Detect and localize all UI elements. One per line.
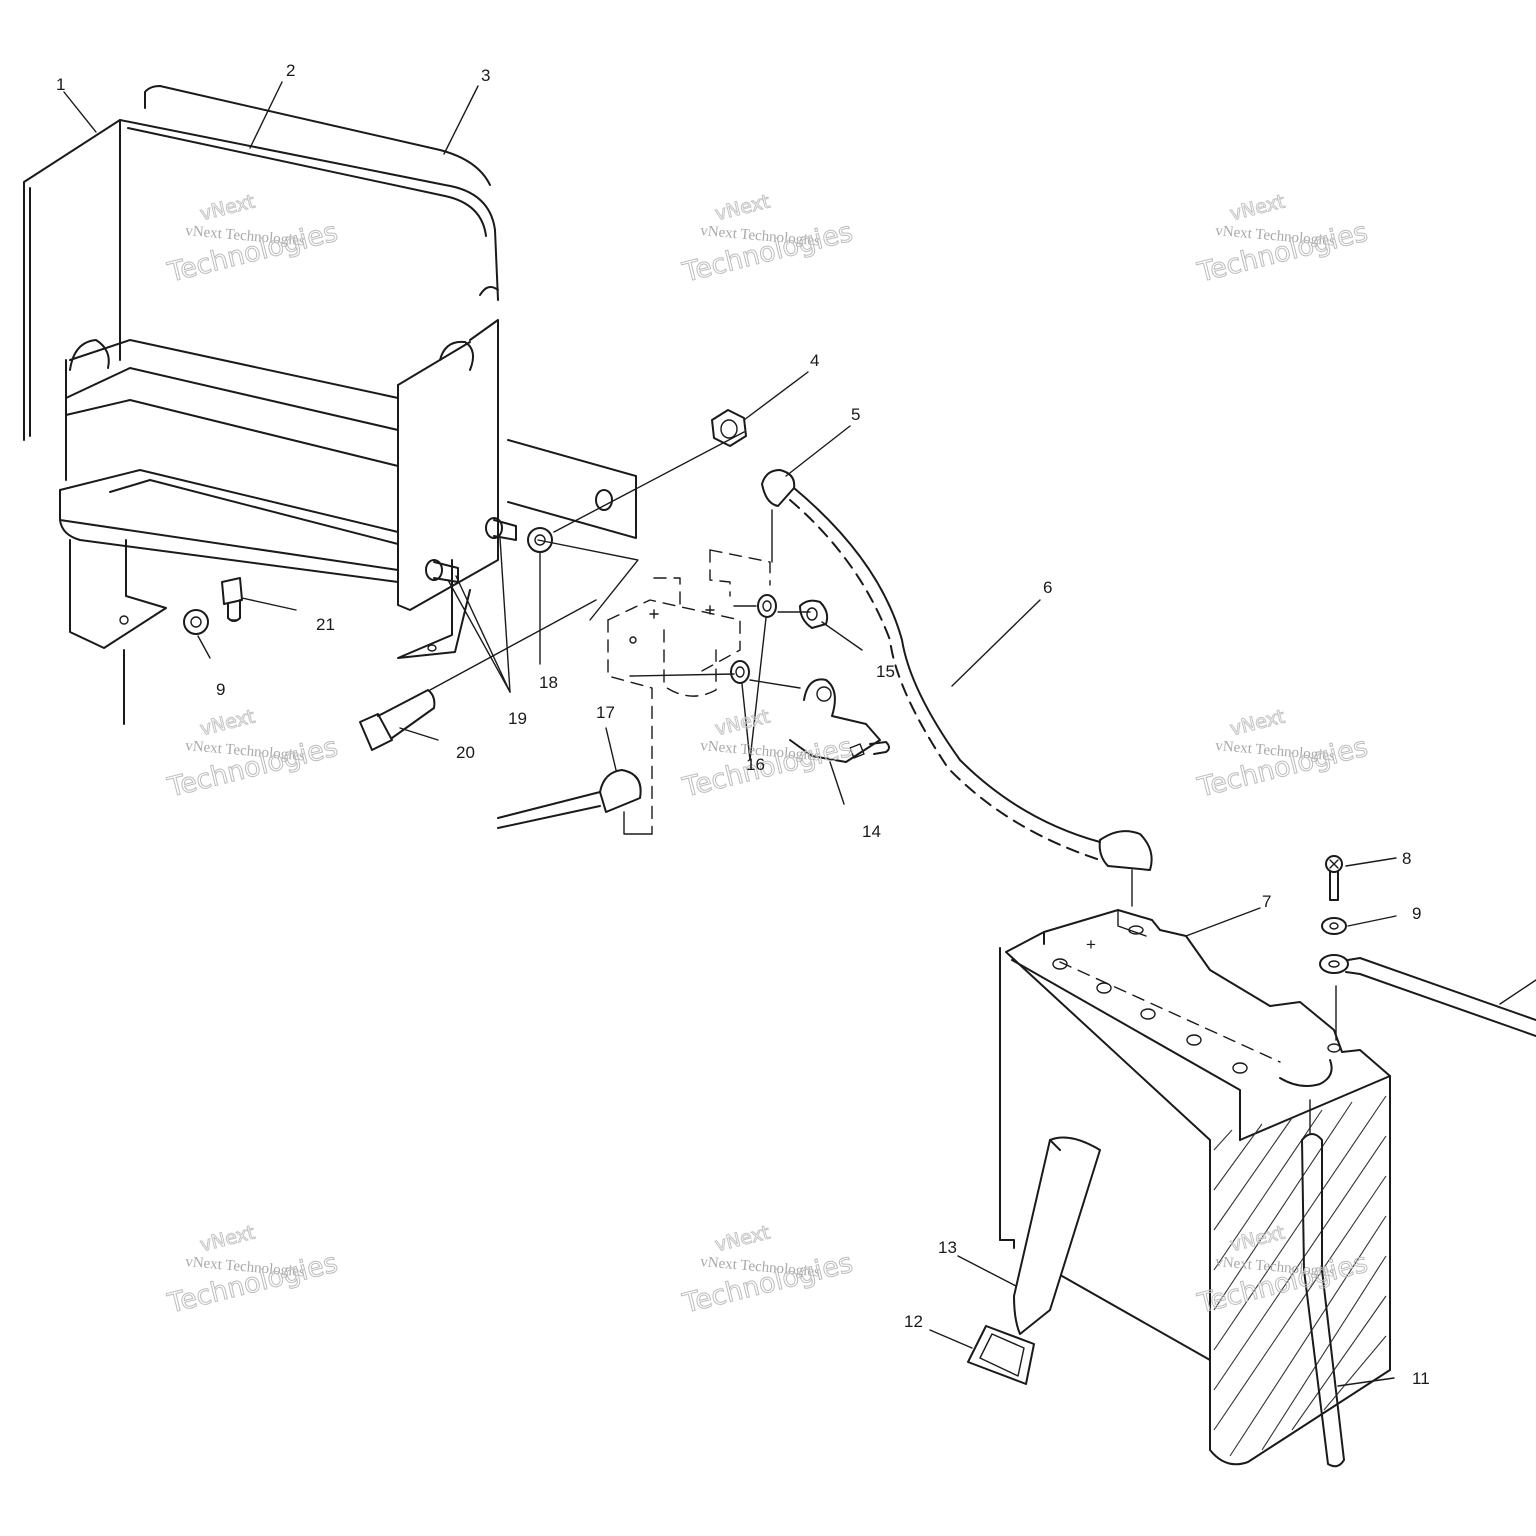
- watermark-top-center: vNext Technologies Technologies vNext: [679, 190, 857, 289]
- washer-16-top: [757, 594, 777, 618]
- callout-19: 19: [508, 709, 527, 728]
- callout-7: 7: [1262, 892, 1271, 911]
- watermark-text: vNext: [713, 706, 772, 741]
- watermark-bottom-right: vNext Technologies Technologies vNext: [1194, 1221, 1372, 1320]
- watermark-bottom-center: vNext Technologies Technologies vNext: [679, 1221, 857, 1320]
- ground-cable: [1319, 954, 1536, 1041]
- callout-labels: 1 2 3 4 5 6 7 8 9 9 11 12 13 14 15 16 17…: [56, 61, 1430, 1388]
- solenoid-dashed-outline: [607, 549, 771, 835]
- callout-8: 8: [1402, 849, 1411, 868]
- terminal-lead-14: [789, 678, 890, 763]
- vent-tube-11: [1301, 1099, 1345, 1468]
- callout-15: 15: [876, 662, 895, 681]
- lock-washer-9-left: [183, 609, 209, 635]
- battery-7: [999, 909, 1391, 1466]
- watermark-mid-right: vNext Technologies Technologies vNext: [1194, 705, 1372, 804]
- stud-bolts-19: [425, 517, 517, 583]
- strap-buckle-12: [967, 1325, 1035, 1385]
- callout-1: 1: [56, 75, 65, 94]
- watermark-top-left: vNext Technologies Technologies vNext: [164, 190, 342, 289]
- callout-20: 20: [456, 743, 475, 762]
- leader-lines: [63, 81, 1397, 1387]
- lock-washer-9-right: [1321, 917, 1347, 935]
- callout-17: 17: [596, 703, 615, 722]
- watermark-text: vNext: [1228, 191, 1287, 226]
- callout-9-left: 9: [216, 680, 225, 699]
- watermark-text: vNext: [713, 1222, 772, 1257]
- callout-2: 2: [286, 61, 295, 80]
- callout-6: 6: [1043, 578, 1052, 597]
- nut-15: [799, 599, 829, 629]
- hold-down-strap-13: [1013, 1136, 1101, 1335]
- callout-16: 16: [746, 755, 765, 774]
- watermark-text: vNext: [1228, 1222, 1287, 1257]
- battery-side-hatching: [1213, 1095, 1387, 1457]
- callout-5: 5: [851, 405, 860, 424]
- bolt-21: [221, 577, 243, 622]
- watermark-top-right: vNext Technologies Technologies vNext: [1194, 190, 1372, 289]
- watermark-mid-left: vNext Technologies Technologies vNext: [164, 705, 342, 804]
- positive-cable-6: [761, 469, 1153, 907]
- callout-12: 12: [904, 1312, 923, 1331]
- watermark-text: vNext: [198, 191, 257, 226]
- battery-positive-label: +: [1086, 935, 1096, 954]
- watermark-text: vNext: [1228, 706, 1287, 741]
- washer-16-bottom: [730, 660, 750, 684]
- callout-9-right: 9: [1412, 904, 1421, 923]
- callout-3: 3: [481, 66, 490, 85]
- callout-14: 14: [862, 822, 881, 841]
- bolt-20: [359, 689, 436, 751]
- watermark-text: vNext: [198, 706, 257, 741]
- battery-box-assembly: [23, 85, 639, 725]
- callout-18: 18: [539, 673, 558, 692]
- watermark-text: vNext: [713, 191, 772, 226]
- watermark-text: vNext: [198, 1222, 257, 1257]
- watermark-bottom-left: vNext Technologies Technologies vNext: [164, 1221, 342, 1320]
- callout-13: 13: [938, 1238, 957, 1257]
- watermark-mid-center: vNext Technologies Technologies vNext: [679, 705, 857, 804]
- hex-nut-4: [711, 409, 747, 447]
- cable-17: [497, 769, 653, 835]
- callout-11: 11: [1412, 1369, 1430, 1388]
- callout-4: 4: [810, 351, 819, 370]
- callout-21: 21: [316, 615, 335, 634]
- ground-bolt-8: [1325, 855, 1343, 901]
